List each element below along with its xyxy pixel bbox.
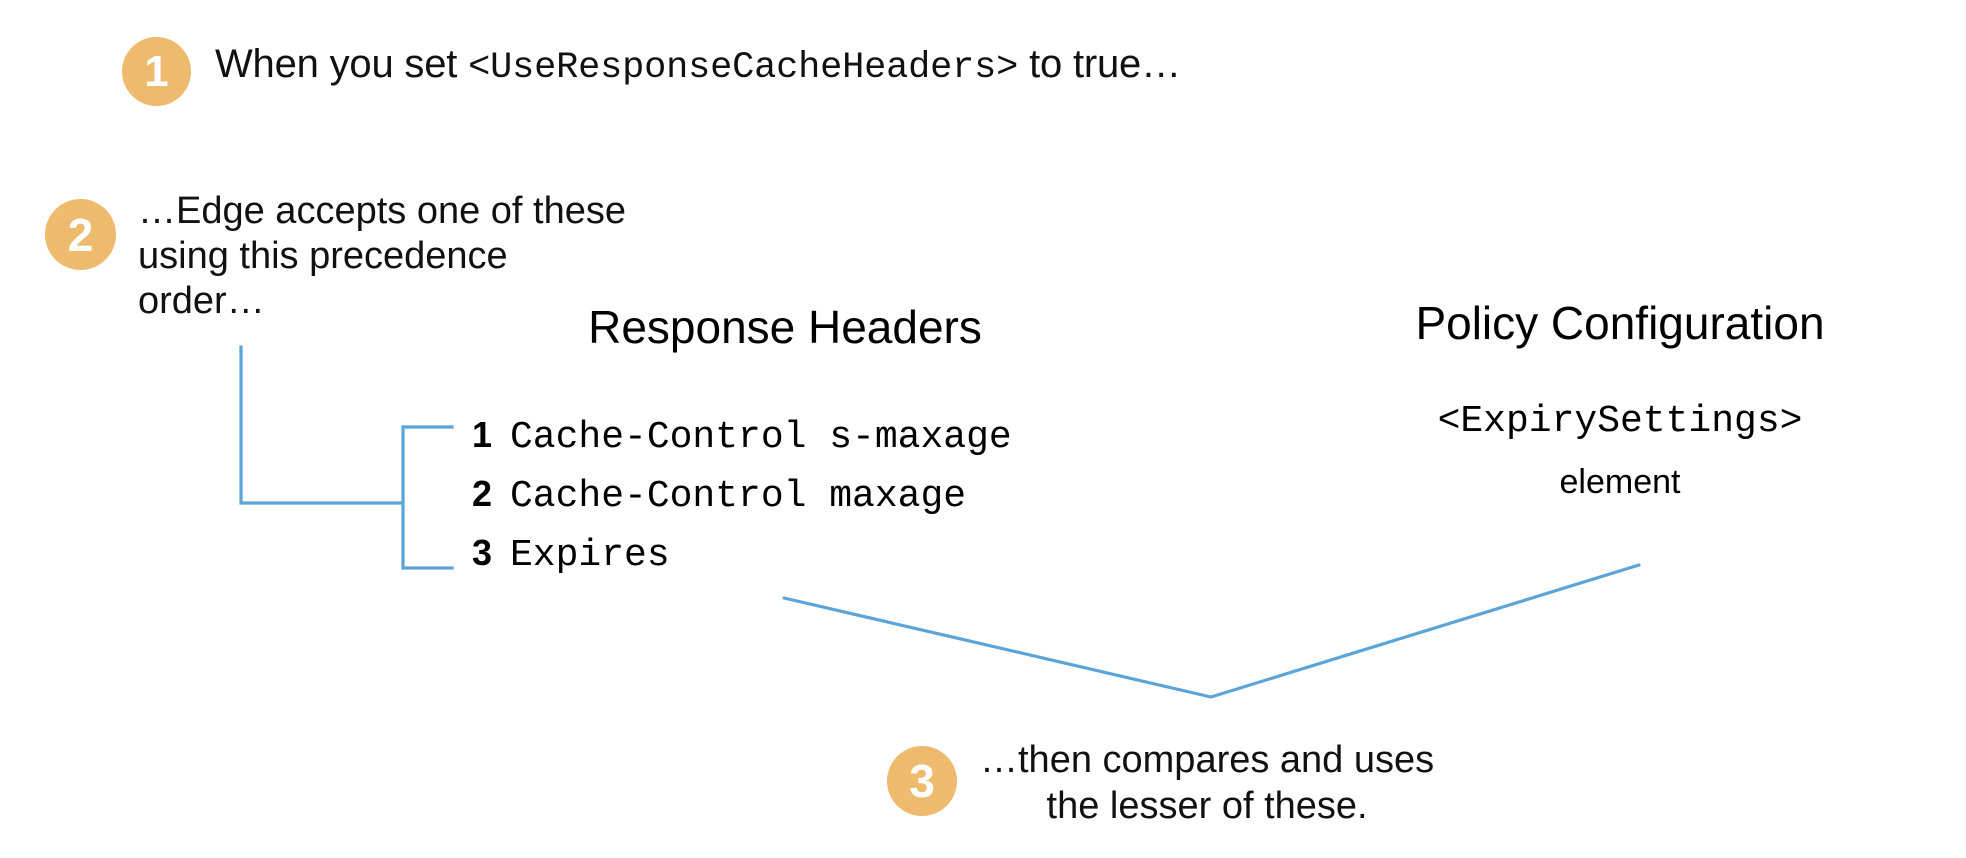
precedence-rank: 3	[472, 532, 493, 573]
precedence-header-name: Expires	[510, 534, 670, 577]
step-1-code-token: <UseResponseCacheHeaders>	[468, 47, 1019, 89]
step-2-badge: 2	[45, 199, 116, 270]
step-3-text: …then compares and uses the lesser of th…	[980, 739, 1435, 827]
precedence-list-item: 3 Expires	[472, 532, 1012, 591]
precedence-rank: 2	[472, 473, 493, 514]
precedence-header-name: Cache-Control s-maxage	[510, 416, 1012, 459]
step-1-text-before: When you set	[215, 42, 469, 86]
precedence-list: 1 Cache-Control s-maxage 2 Cache-Control…	[472, 414, 1012, 591]
precedence-rank: 1	[472, 414, 493, 455]
response-headers-heading: Response Headers	[588, 301, 982, 353]
precedence-bracket	[401, 425, 454, 570]
precedence-list-item: 2 Cache-Control maxage	[472, 473, 1012, 532]
step-2-text: …Edge accepts one of these using this pr…	[138, 190, 626, 322]
precedence-list-item: 1 Cache-Control s-maxage	[472, 414, 1012, 473]
step-1-text-after: to true…	[1018, 42, 1181, 86]
step-3-badge: 3	[887, 746, 957, 816]
policy-element-label: element	[1559, 463, 1681, 501]
step2-elbow-connector	[239, 345, 405, 505]
step-1-text: When you set <UseResponseCacheHeaders> t…	[215, 42, 1181, 89]
policy-configuration-heading: Policy Configuration	[1415, 297, 1825, 349]
policy-element-name: <ExpirySettings>	[1437, 400, 1803, 443]
step-1-badge: 1	[122, 37, 191, 106]
precedence-header-name: Cache-Control maxage	[510, 475, 967, 518]
